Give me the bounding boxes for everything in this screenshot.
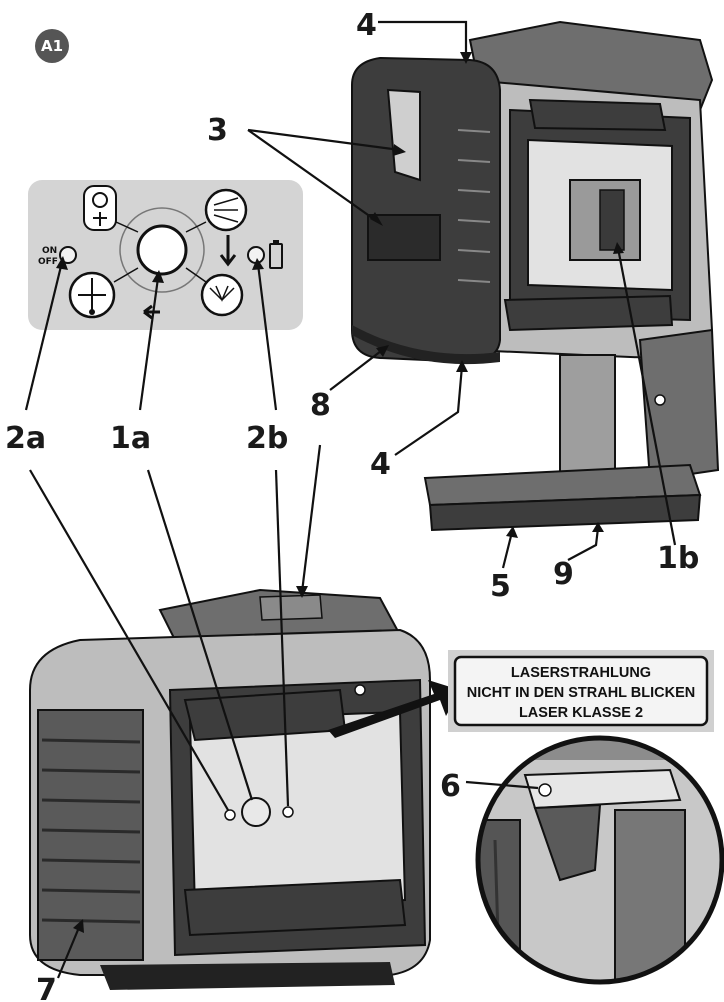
back-top-grip [183, 688, 347, 742]
badge-circle [35, 29, 69, 63]
bottom-grip [503, 294, 674, 332]
on-off-label-off: OFF [38, 257, 58, 267]
floor-projection-icon [200, 273, 244, 317]
callout-1a: 1a [110, 421, 151, 456]
callout-4-bottom: 4 [370, 447, 391, 482]
device-left-housing [351, 56, 501, 364]
laser-window-top [386, 88, 421, 182]
stand-base-front [428, 493, 702, 532]
back-on-off-led [224, 809, 236, 821]
top-grip [528, 98, 667, 132]
on-off-label-on: ON [42, 246, 57, 256]
callout-5: 5 [490, 569, 511, 604]
stand-bracket [638, 328, 720, 482]
callout-4-top: 4 [356, 8, 377, 43]
button-ring [119, 207, 205, 293]
power-symbol-icon [92, 192, 108, 208]
callout-3: 3 [207, 113, 228, 148]
release-lever [523, 768, 682, 810]
left-arrow-icon [143, 304, 160, 320]
warning-label-frame [453, 655, 709, 727]
back-bottom-grip [183, 878, 407, 937]
mounting-tab [259, 594, 323, 621]
callout-1b: 1b [657, 541, 699, 576]
battery-compartment [37, 709, 144, 961]
callout-labels: 4 3 8 4 2a 1a 2b 5 9 1b 6 7 [5, 8, 699, 1002]
laser-device-back-view [29, 588, 431, 990]
switch-slider [599, 189, 625, 251]
vent-slats [41, 738, 141, 924]
warning-line-3: LASER KLASSE 2 [519, 705, 643, 721]
callout-8-right: 8 [310, 388, 331, 423]
detail-inset [475, 735, 724, 985]
detail-frame [475, 735, 724, 985]
label-pointer-arrow [328, 680, 460, 738]
control-panel: ON OFF [28, 180, 303, 330]
leader-lines [24, 20, 677, 979]
warning-line-2: NICHT IN DEN STRAHL BLICKEN [467, 685, 696, 701]
back-mode-button [241, 797, 271, 827]
mount-screw [654, 394, 666, 406]
back-bottom-skirt [100, 962, 395, 990]
housing-ribs [457, 129, 491, 283]
back-screw [354, 684, 366, 696]
callout-6: 6 [440, 769, 461, 804]
callout-2b: 2b [246, 421, 288, 456]
mode-button [136, 224, 188, 276]
warning-line-1: LASERSTRAHLUNG [511, 665, 651, 681]
callout-2a: 2a [5, 421, 46, 456]
laser-device-front-view [351, 20, 720, 532]
callout-9: 9 [553, 557, 574, 592]
back-battery-led [282, 806, 294, 818]
figure-badge: A1 [35, 29, 69, 63]
callout-7: 7 [36, 973, 57, 1002]
laser-warning-label: LASERSTRAHLUNG NICHT IN DEN STRAHL BLICK… [448, 650, 714, 732]
bottom-skirt [352, 325, 500, 365]
laser-window-bottom [367, 214, 441, 261]
stand-post [559, 354, 616, 481]
badge-label: A1 [41, 37, 63, 55]
mode-arrow-icon [219, 235, 237, 267]
